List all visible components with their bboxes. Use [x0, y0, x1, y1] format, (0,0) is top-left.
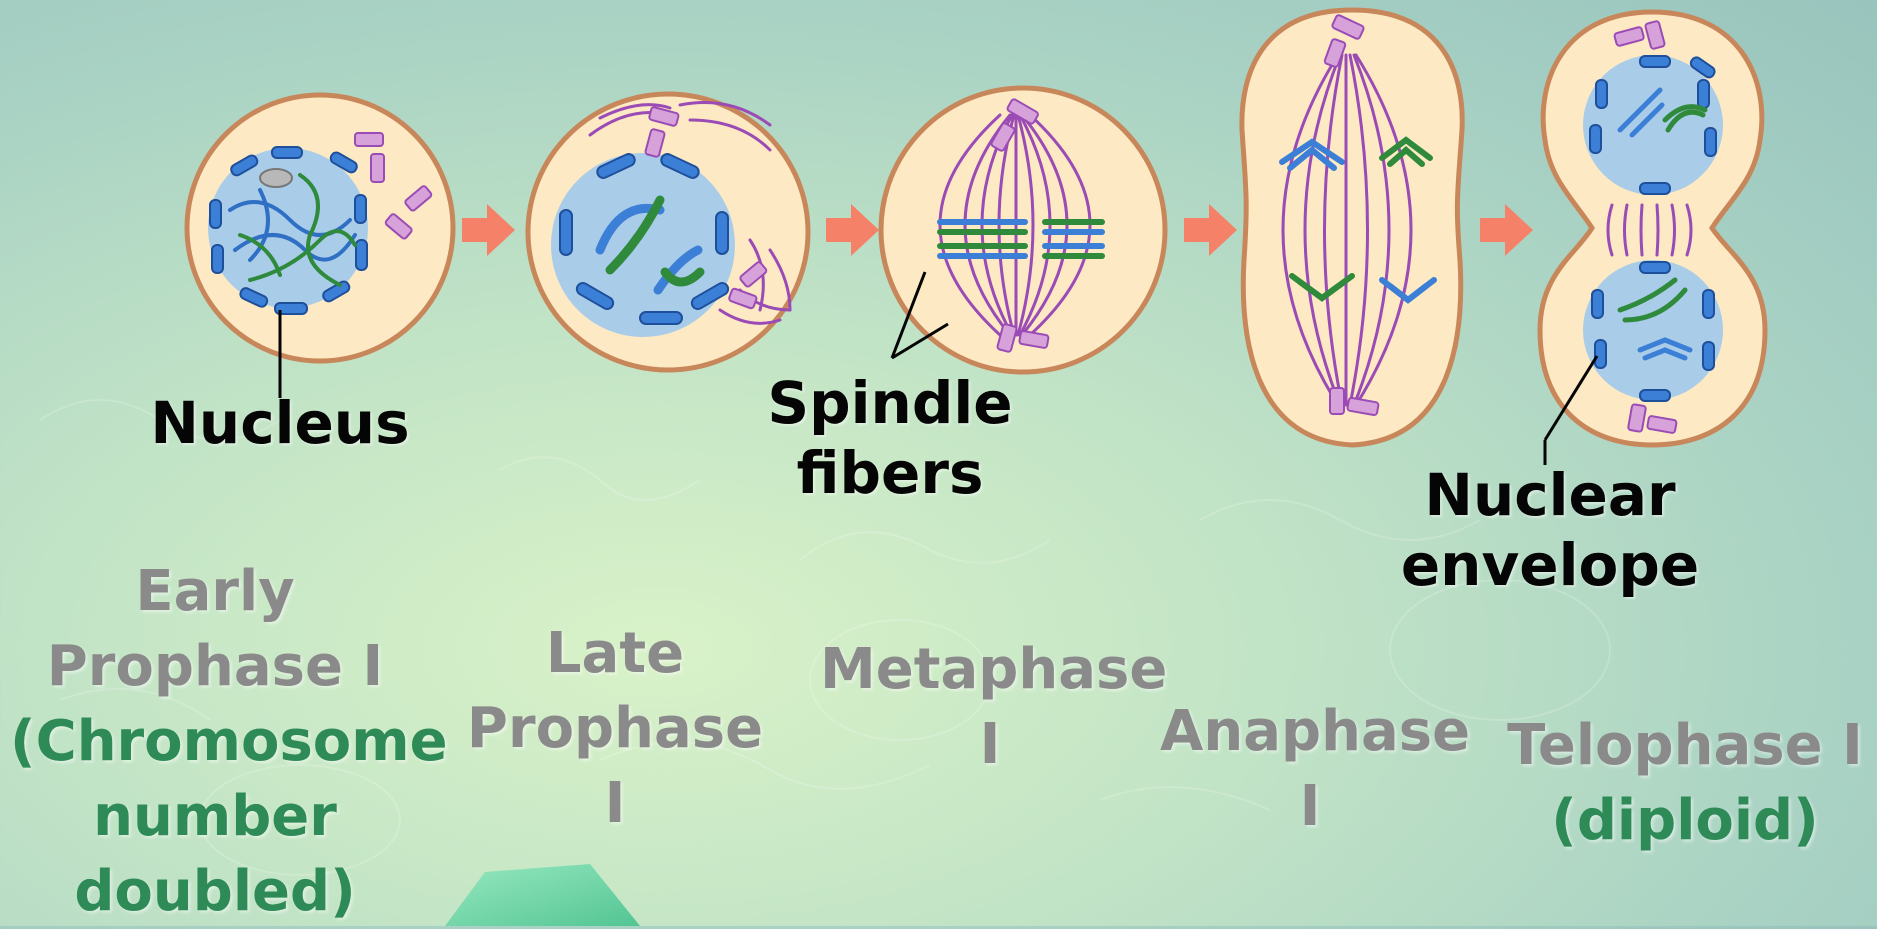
phase-telophase-line1: Telophase I — [1495, 708, 1875, 783]
phase-telophase: Telophase I (diploid) — [1495, 708, 1875, 858]
phase-anaphase-line1: Anaphase — [1160, 694, 1460, 769]
phase-late-line2: Prophase — [465, 691, 765, 766]
phase-late-prophase: Late Prophase I — [465, 616, 765, 841]
label-envelope-line2: envelope — [1400, 530, 1700, 600]
gem-decoration — [445, 864, 640, 926]
phase-early-note1: (Chromosome — [10, 704, 420, 779]
phase-anaphase-line2: I — [1160, 769, 1460, 844]
phase-late-line1: Late — [465, 616, 765, 691]
label-spindle-line1: Spindle — [760, 368, 1020, 438]
cell-early-prophase — [187, 95, 453, 398]
cell-telophase — [1540, 12, 1765, 465]
label-spindle-fibers: Spindle fibers — [760, 368, 1020, 508]
phase-metaphase-line2: I — [820, 707, 1160, 782]
label-nuclear-envelope: Nuclear envelope — [1400, 460, 1700, 600]
phase-metaphase-line1: Metaphase — [820, 632, 1160, 707]
cell-late-prophase — [528, 94, 808, 370]
label-spindle-line2: fibers — [760, 438, 1020, 508]
phase-early-prophase: Early Prophase I (Chromosome number doub… — [10, 554, 420, 929]
arrow-2 — [826, 204, 879, 256]
phase-early-note3: doubled) — [10, 854, 420, 929]
label-envelope-line1: Nuclear — [1400, 460, 1700, 530]
cell-metaphase — [881, 88, 1165, 372]
phase-early-line2: Prophase I — [10, 629, 420, 704]
phase-early-note2: number — [10, 779, 420, 854]
label-nucleus: Nucleus — [150, 388, 410, 458]
arrow-3 — [1184, 204, 1237, 256]
arrow-1 — [462, 204, 515, 256]
phase-early-line1: Early — [10, 554, 420, 629]
phase-metaphase: Metaphase I — [820, 632, 1160, 782]
phase-late-line3: I — [465, 766, 765, 841]
phase-anaphase: Anaphase I — [1160, 694, 1460, 844]
phase-telophase-note: (diploid) — [1495, 783, 1875, 858]
cell-anaphase — [1242, 10, 1462, 445]
arrow-4 — [1480, 204, 1533, 256]
